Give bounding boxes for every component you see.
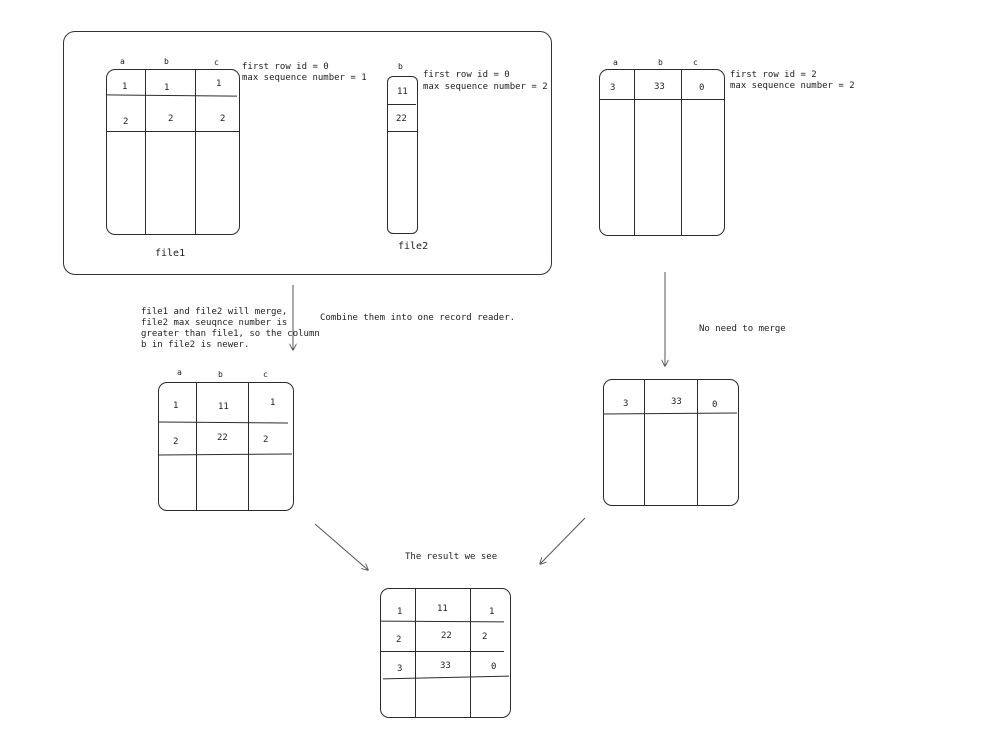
arrow-passthrough-to-result	[540, 517, 586, 564]
merged-cell: 22	[217, 433, 228, 443]
file1-header-c: c	[214, 58, 219, 67]
merged-box	[158, 382, 294, 511]
file1-row-divider	[107, 131, 239, 132]
file2-cell: 11	[397, 87, 408, 97]
file2-meta-max-seq: max sequence number = 2	[423, 82, 548, 92]
result-cell: 22	[441, 631, 452, 641]
result-cell: 1	[397, 607, 403, 617]
passthrough-box	[603, 379, 739, 506]
merged-col-divider	[196, 383, 197, 510]
merge-note-line: b in file2 is newer.	[141, 340, 250, 350]
file1-meta-first-row: first row id = 0	[242, 62, 329, 72]
file1-cell: 2	[168, 114, 174, 124]
file3-box	[599, 69, 725, 236]
merged-cell: 2	[173, 437, 179, 447]
passthrough-cell: 0	[712, 400, 718, 410]
file1-label: file1	[155, 248, 186, 259]
file3-meta-first-row: first row id = 2	[730, 70, 817, 80]
file1-header-b: b	[164, 57, 169, 66]
file3-col-divider	[681, 70, 682, 235]
merge-note-line: file1 and file2 will merge,	[141, 307, 288, 317]
merged-header-b: b	[218, 370, 223, 379]
result-row-divider	[381, 651, 504, 652]
file1-header-a: a	[120, 57, 125, 66]
merged-cell: 11	[218, 402, 229, 412]
merged-cell: 2	[263, 435, 269, 445]
file3-header-b: b	[658, 58, 663, 67]
result-cell: 2	[482, 632, 488, 642]
merged-header-a: a	[177, 368, 182, 377]
file1-cell: 1	[164, 83, 170, 93]
result-note: The result we see	[405, 552, 498, 562]
file1-cell: 1	[216, 79, 222, 89]
merged-cell: 1	[270, 398, 276, 408]
file3-cell: 0	[699, 83, 705, 93]
passthrough-col-divider	[644, 380, 645, 505]
file1-col-divider	[145, 70, 146, 234]
result-cell: 2	[396, 635, 402, 645]
file2-meta-first-row: first row id = 0	[423, 70, 510, 80]
file1-cell: 1	[122, 82, 128, 92]
arrow-merged-to-result	[314, 523, 368, 570]
file1-cell: 2	[220, 114, 226, 124]
result-cell: 33	[440, 661, 451, 671]
file2-row-divider	[388, 104, 416, 105]
result-cell: 1	[489, 607, 495, 617]
result-col-divider	[470, 589, 471, 717]
combine-note: Combine them into one record reader.	[320, 313, 516, 323]
result-box	[380, 588, 511, 718]
file3-cell: 3	[610, 83, 616, 93]
file1-col-divider	[195, 70, 196, 234]
result-cell: 11	[437, 604, 448, 614]
file2-header-b: b	[398, 62, 403, 71]
file1-meta-max-seq: max sequence number = 1	[242, 73, 367, 83]
result-col-divider	[415, 589, 416, 717]
no-merge-note: No need to merge	[699, 324, 786, 334]
passthrough-cell: 33	[671, 397, 682, 407]
file2-label: file2	[398, 241, 429, 252]
file1-cell: 2	[123, 117, 129, 127]
file2-row-divider	[388, 131, 417, 132]
merge-note-line: file2 max seuqnce number is	[141, 318, 288, 328]
result-cell: 3	[397, 664, 403, 674]
file3-header-c: c	[693, 58, 698, 67]
file3-header-a: a	[613, 58, 618, 67]
file3-col-divider	[634, 70, 635, 235]
merged-cell: 1	[173, 401, 179, 411]
file2-cell: 22	[396, 114, 407, 124]
file3-row-divider	[600, 99, 724, 100]
result-cell: 0	[491, 662, 497, 672]
merge-note-line: greater than file1, so the column	[141, 329, 320, 339]
merged-header-c: c	[263, 370, 268, 379]
passthrough-col-divider	[697, 380, 698, 505]
file3-meta-max-seq: max sequence number = 2	[730, 81, 855, 91]
input-files-group	[63, 31, 552, 275]
passthrough-cell: 3	[623, 399, 629, 409]
merged-col-divider	[248, 383, 249, 510]
file3-cell: 33	[654, 82, 665, 92]
file1-box	[106, 69, 240, 235]
file2-box	[387, 76, 418, 234]
